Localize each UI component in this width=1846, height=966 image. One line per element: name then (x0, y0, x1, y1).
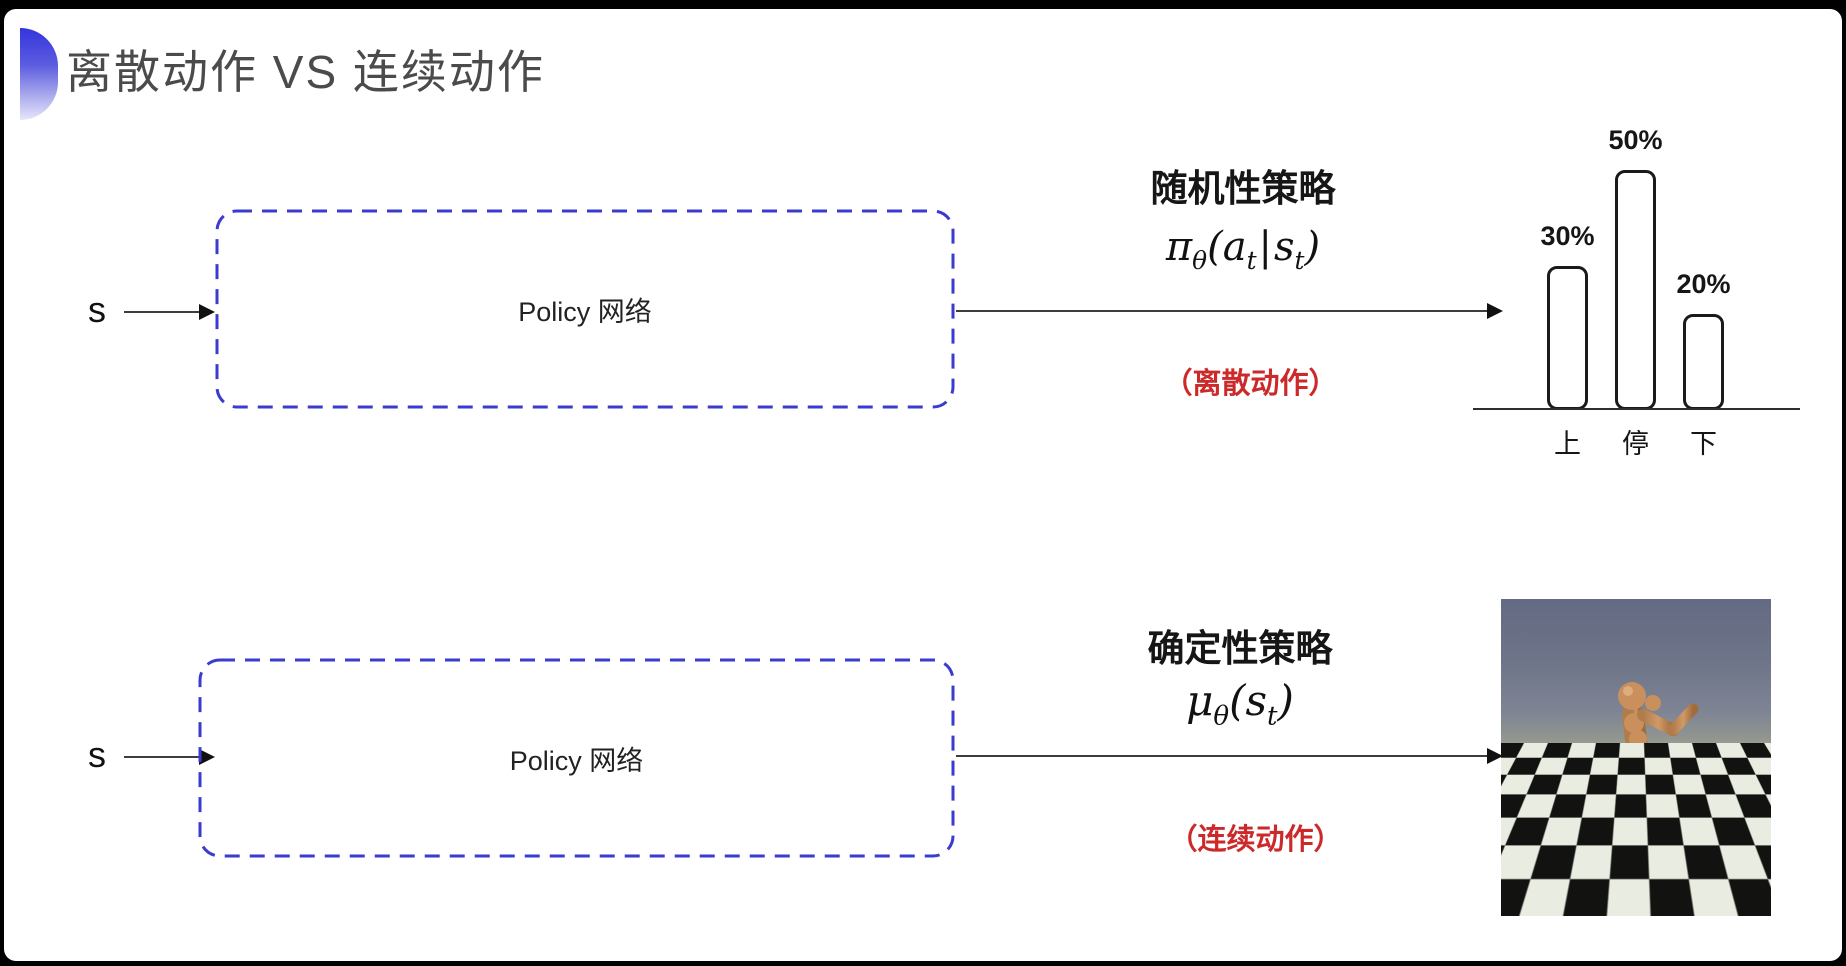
formula-fn: π (1165, 224, 1193, 270)
policy-type-stochastic: 随机性策略 (1150, 168, 1336, 209)
output-arrow-continuous (956, 748, 1503, 764)
input-arrow-continuous (124, 749, 215, 765)
policy-network-label: Policy 网络 (509, 745, 644, 776)
stochastic-policy-formula: πθ(at|st) (1093, 224, 1393, 275)
bar-column: 50% (1608, 125, 1663, 410)
policy-network-label: Policy 网络 (518, 296, 652, 327)
dashed-border (198, 658, 955, 858)
bar-category-label: 停 (1622, 429, 1649, 459)
input-arrow-discrete (124, 304, 215, 320)
humanoid-robot (1555, 682, 1699, 914)
dashed-border (215, 209, 955, 409)
bar (1615, 170, 1656, 410)
formula-arg2-sub: t (1294, 246, 1305, 275)
formula-arg1: s (1245, 676, 1268, 725)
bar-column: 20% (1676, 269, 1731, 410)
bar (1683, 314, 1724, 410)
formula-rparen: ) (1277, 676, 1294, 725)
policy-network-box-continuous: Policy 网络 (198, 658, 955, 858)
bar-category-label: 下 (1690, 429, 1717, 459)
action-note-discrete: （离散动作） (1163, 368, 1338, 400)
formula-lparen: ( (1207, 224, 1223, 270)
formula-lparen: ( (1229, 676, 1246, 725)
output-arrow-discrete (956, 303, 1503, 319)
bar (1547, 266, 1588, 410)
title-accent-shape (20, 28, 58, 120)
formula-arg1-sub: t (1267, 701, 1278, 732)
action-note-continuous: （连续动作） (1168, 824, 1343, 856)
page-title: 离散动作 VS 连续动作 (66, 46, 545, 98)
bar-value-label: 20% (1676, 269, 1731, 299)
formula-arg1: a (1222, 224, 1247, 270)
formula-pipe: | (1258, 224, 1273, 270)
bar-column: 30% (1540, 221, 1595, 410)
formula-fn-sub: θ (1213, 701, 1230, 732)
formula-fn: μ (1186, 676, 1214, 725)
bar-chart-axis (1473, 408, 1800, 410)
policy-type-deterministic: 确定性策略 (1147, 628, 1333, 669)
policy-network-box-discrete: Policy 网络 (215, 209, 955, 409)
formula-arg2: s (1274, 224, 1295, 270)
humanoid-simulation-image (1501, 599, 1771, 916)
state-input-label-discrete: s (88, 289, 106, 330)
formula-rparen: ) (1304, 224, 1321, 270)
bar-chart-columns: 30% 50% 20% (1540, 125, 1731, 410)
formula-fn-sub: θ (1192, 246, 1208, 275)
bar-value-label: 50% (1608, 125, 1663, 155)
bar-category-label: 上 (1554, 429, 1581, 459)
bar-chart-categories: 上停下 (1547, 422, 1724, 461)
bar-value-label: 30% (1540, 221, 1595, 251)
state-input-label-continuous: s (88, 734, 106, 775)
formula-arg1-sub: t (1246, 246, 1257, 275)
deterministic-policy-formula: μθ(st) (1090, 676, 1390, 731)
